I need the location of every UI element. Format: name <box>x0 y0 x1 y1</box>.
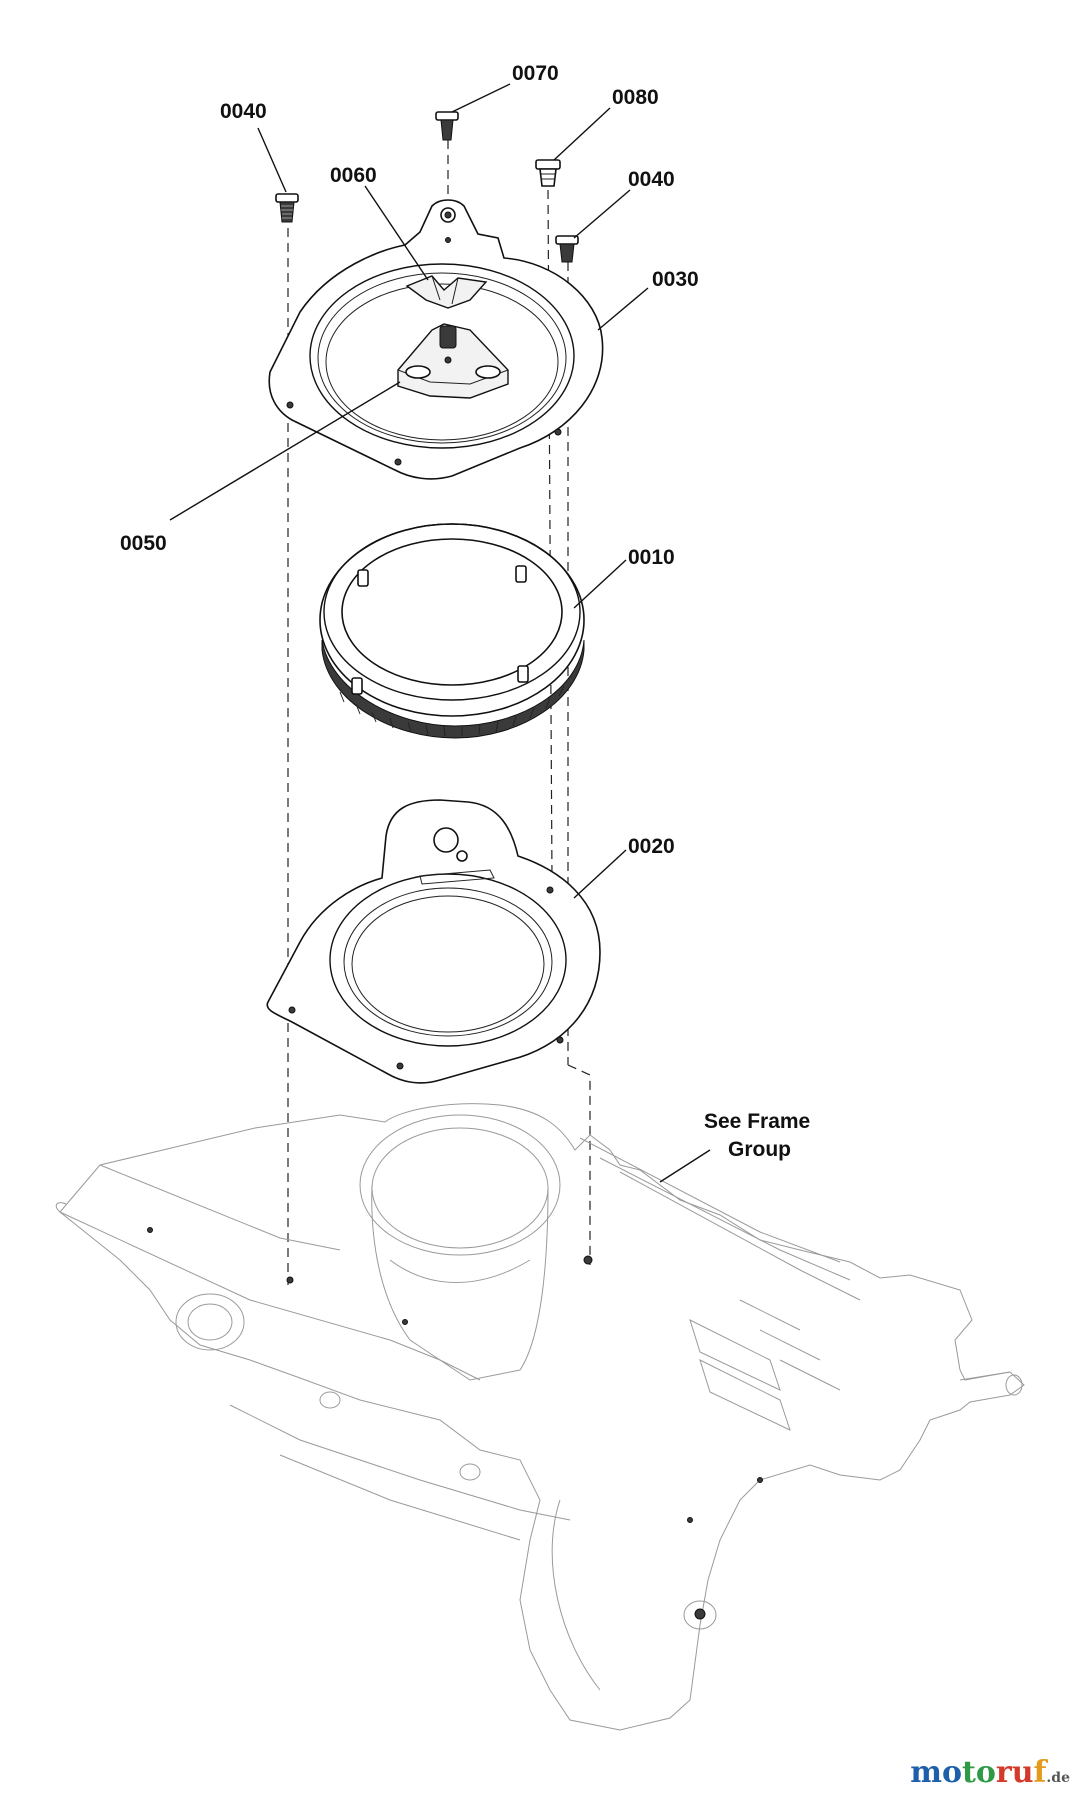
part-0010-gear-ring <box>319 523 585 739</box>
see-frame-note-line1: See Frame <box>704 1110 810 1133</box>
callout-0010: 0010 <box>628 546 675 569</box>
watermark-part-1: mo <box>910 1755 963 1790</box>
part-0020-lower-plate <box>266 799 601 1084</box>
watermark-part-4: f <box>1033 1755 1047 1790</box>
screw-0080 <box>535 159 561 187</box>
callout-0020: 0020 <box>628 835 675 858</box>
leader-lines <box>169 83 711 1183</box>
callout-0040-left: 0040 <box>220 100 267 123</box>
callout-0050: 0050 <box>120 532 167 555</box>
callout-0080: 0080 <box>612 86 659 109</box>
watermark-part-2: to <box>962 1755 996 1790</box>
callout-0060: 0060 <box>330 164 377 187</box>
callout-0040-right: 0040 <box>628 168 675 191</box>
callout-labels: 0040 0070 0080 0060 0040 0030 0050 0010 … <box>120 62 810 1161</box>
screw-0040-left <box>275 193 299 223</box>
frame-assembly <box>55 1103 1025 1731</box>
watermark-logo: motoruf.de <box>910 1755 1070 1790</box>
callout-0030: 0030 <box>652 268 699 291</box>
see-frame-note-line2: Group <box>728 1138 791 1161</box>
part-0060-clip <box>405 275 488 309</box>
screw-0070 <box>435 111 459 141</box>
part-0050-bracket <box>397 323 509 399</box>
watermark-part-3: ru <box>995 1755 1034 1790</box>
screw-0040-right <box>555 235 579 263</box>
watermark-suffix: .de <box>1046 1770 1070 1786</box>
callout-0070: 0070 <box>512 62 559 85</box>
